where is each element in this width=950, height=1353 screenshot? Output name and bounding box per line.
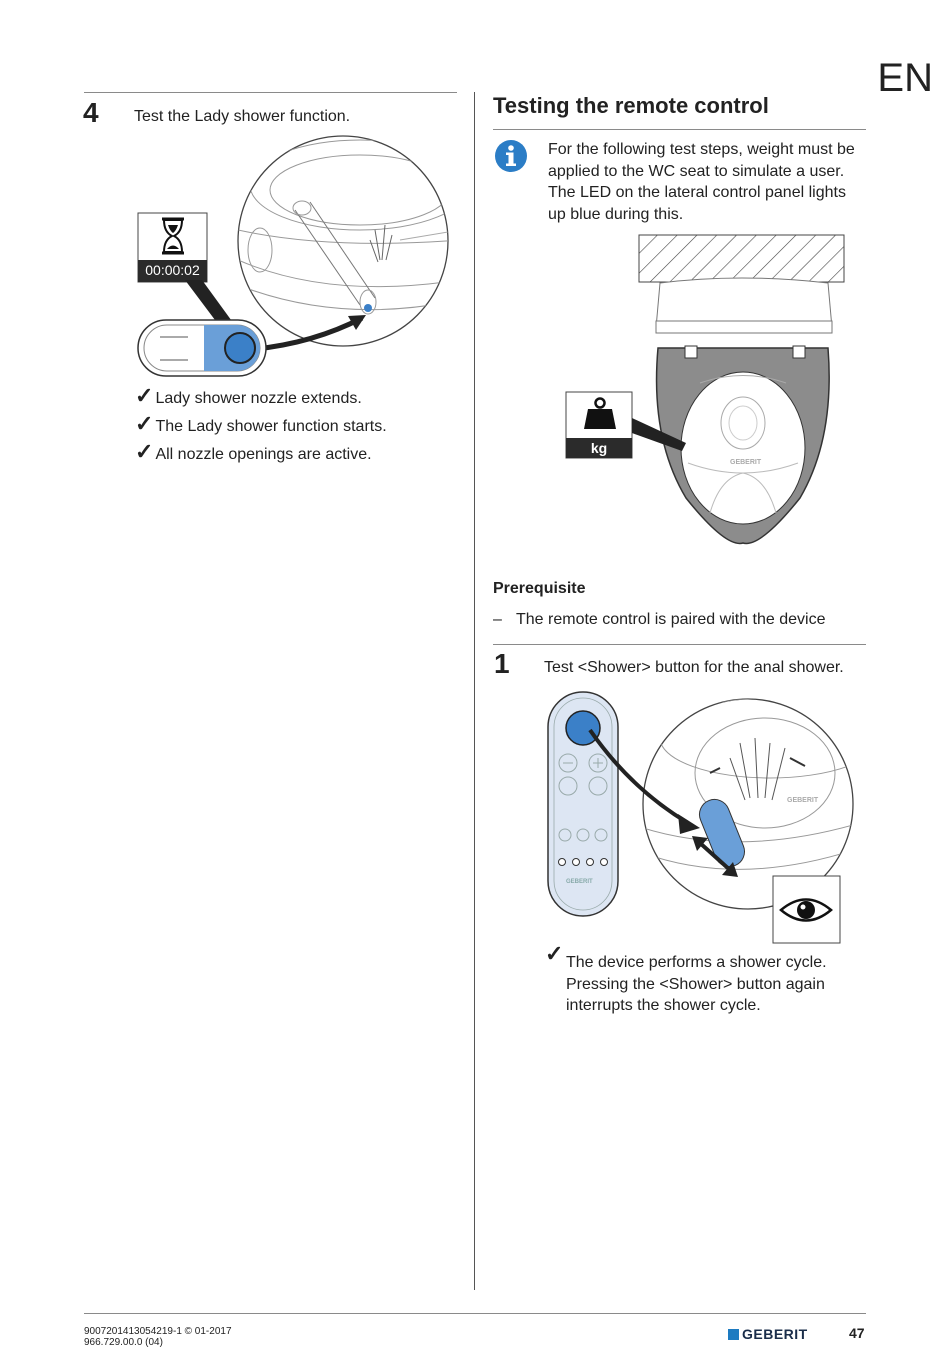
remote-brand-label: GEBERIT — [566, 879, 593, 885]
timer-readout: 00:00:02 — [145, 262, 200, 278]
step-number: 1 — [494, 648, 510, 679]
result-line: interrupts the shower cycle. — [566, 997, 761, 1014]
page-number: 47 — [849, 1325, 865, 1341]
title-underline — [493, 129, 866, 130]
prerequisite-heading: Prerequisite — [493, 580, 586, 597]
step-number: 4 — [83, 97, 99, 128]
logo-square-icon — [728, 1329, 739, 1340]
footer-doc-info: 9007201413054219-1 © 01-2017 966.729.00.… — [84, 1326, 232, 1348]
seat-brand-label: GEBERIT — [730, 459, 762, 466]
document-number: 966.729.00.0 (04) — [84, 1337, 163, 1348]
remote-shower-illustration — [547, 691, 854, 944]
result-item: ✓Lady shower nozzle extends. — [135, 383, 387, 411]
step-instruction: Test <Shower> button for the anal shower… — [544, 659, 844, 676]
weight-icon — [584, 397, 616, 429]
result-text: The device performs a shower cycle. Pres… — [566, 952, 866, 1017]
result-text: All nozzle openings are active. — [155, 446, 372, 463]
prerequisite-item: The remote control is paired with the de… — [516, 611, 826, 628]
result-text: The Lady shower function starts. — [155, 418, 387, 435]
hourglass-icon — [162, 217, 184, 255]
seat-weight-illustration — [565, 234, 845, 545]
brand-name: GEBERIT — [742, 1326, 808, 1342]
info-icon — [495, 140, 527, 172]
section-divider — [493, 644, 866, 645]
checkmark-icon: ✓ — [135, 439, 154, 464]
nozzle-spray — [364, 304, 372, 312]
step-instruction: Test the Lady shower function. — [134, 108, 351, 125]
result-line: The device performs a shower cycle. — [566, 954, 827, 971]
result-list: ✓Lady shower nozzle extends. ✓The Lady s… — [135, 383, 387, 467]
footer-divider — [84, 1313, 866, 1314]
info-note: For the following test steps, weight mus… — [548, 141, 855, 223]
result-text: Lady shower nozzle extends. — [155, 390, 362, 407]
result-item: ✓All nozzle openings are active. — [135, 439, 387, 467]
checkmark-icon: ✓ — [545, 941, 564, 966]
result-item: ✓The Lady shower function starts. — [135, 411, 387, 439]
checkmark-icon: ✓ — [135, 411, 154, 436]
result-line: Pressing the <Shower> button again — [566, 975, 825, 993]
eye-icon — [779, 898, 833, 922]
section-divider — [84, 92, 457, 93]
prerequisite-dash: – — [493, 611, 502, 628]
checkmark-icon: ✓ — [135, 383, 154, 408]
language-tag: EN — [877, 56, 933, 100]
column-divider — [474, 92, 475, 1290]
section-title: Testing the remote control — [493, 93, 769, 118]
nozzle-brand-label: GEBERIT — [787, 797, 819, 804]
lady-shower-illustration — [137, 135, 449, 377]
weight-label: kg — [590, 440, 608, 456]
brand-logo: GEBERIT — [728, 1326, 808, 1342]
document-id: 9007201413054219-1 © 01-2017 — [84, 1326, 232, 1337]
